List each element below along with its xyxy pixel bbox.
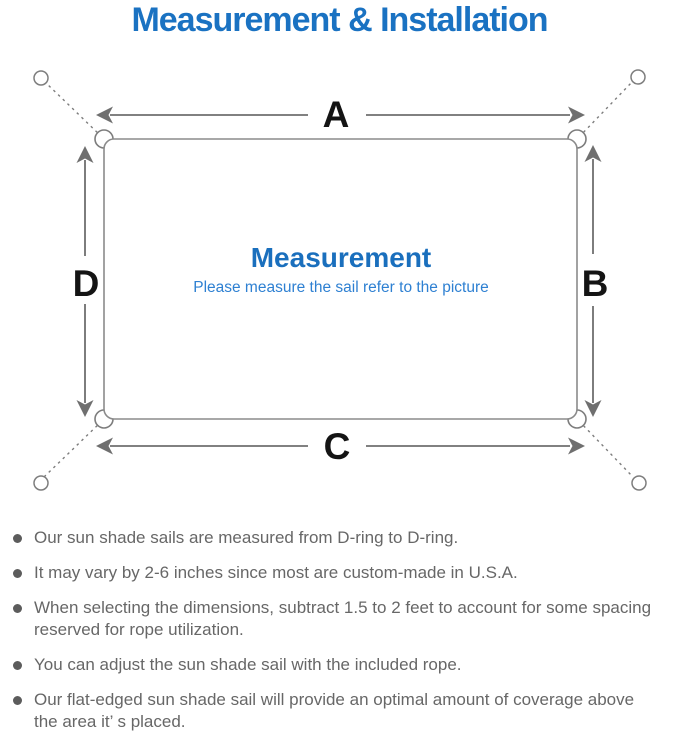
arrowhead-right-icon: [568, 437, 585, 455]
list-item: You can adjust the sun shade sail with t…: [13, 654, 676, 676]
rope-line-top-right-icon: [578, 80, 634, 138]
note-text: Our flat-edged sun shade sail will provi…: [34, 689, 634, 733]
dimension-arrow-c: [96, 437, 585, 455]
arrowhead-left-icon: [96, 437, 113, 455]
note-text: When selecting the dimensions, subtract …: [34, 597, 651, 641]
arrowhead-right-icon: [568, 106, 585, 124]
diagram-subheading: Please measure the sail refer to the pic…: [193, 279, 489, 296]
note-line: Our sun shade sails are measured from D-…: [34, 528, 459, 547]
arrowhead-left-icon: [96, 106, 113, 124]
list-item: When selecting the dimensions, subtract …: [13, 597, 676, 641]
arrowhead-up-icon: [76, 146, 94, 163]
anchor-point-bottom-right-icon: [631, 475, 647, 491]
list-item: Our sun shade sails are measured from D-…: [13, 527, 676, 549]
anchor-point-top-right-icon: [630, 69, 646, 85]
note-text: Our sun shade sails are measured from D-…: [34, 527, 458, 549]
arrowhead-down-icon: [76, 400, 94, 417]
note-line: the area it’ s placed.: [34, 712, 186, 731]
dimension-arrow-b: [584, 145, 602, 417]
bullet-icon: [13, 534, 22, 543]
dimension-arrow-a: [96, 106, 585, 124]
rope-lines: [43, 80, 634, 478]
dimension-label-a: A: [323, 94, 350, 135]
rope-line-top-left-icon: [43, 80, 103, 138]
anchor-point-top-left-icon: [33, 70, 49, 86]
page-title: Measurement & Installation: [131, 1, 548, 39]
sail-outline: [103, 138, 578, 420]
arrowhead-up-icon: [584, 145, 602, 162]
anchor-points: [33, 69, 647, 491]
note-line: You can adjust the sun shade sail with t…: [34, 655, 462, 674]
arrowhead-down-icon: [584, 400, 602, 417]
anchor-point-bottom-left-icon: [33, 475, 49, 491]
note-line: reserved for rope utilization.: [34, 620, 244, 639]
dimension-label-c: C: [324, 426, 351, 467]
note-line: Our flat-edged sun shade sail will provi…: [34, 690, 635, 709]
rope-line-bottom-left-icon: [43, 420, 103, 478]
bullet-icon: [13, 569, 22, 578]
dimension-arrow-d: [76, 146, 94, 417]
list-item: Our flat-edged sun shade sail will provi…: [13, 689, 676, 733]
rope-line-bottom-right-icon: [578, 420, 634, 478]
note-line: It may vary by 2-6 inches since most are…: [34, 563, 518, 582]
bullet-icon: [13, 661, 22, 670]
diagram-heading: Measurement: [251, 242, 432, 273]
note-text: You can adjust the sun shade sail with t…: [34, 654, 462, 676]
dimension-label-b: B: [582, 263, 609, 304]
bullet-icon: [13, 604, 22, 613]
bullet-icon: [13, 696, 22, 705]
notes-list: Our sun shade sails are measured from D-…: [13, 527, 676, 739]
note-text: It may vary by 2-6 inches since most are…: [34, 562, 518, 584]
dimension-label-d: D: [73, 263, 100, 304]
note-line: When selecting the dimensions, subtract …: [34, 598, 652, 617]
list-item: It may vary by 2-6 inches since most are…: [13, 562, 676, 584]
